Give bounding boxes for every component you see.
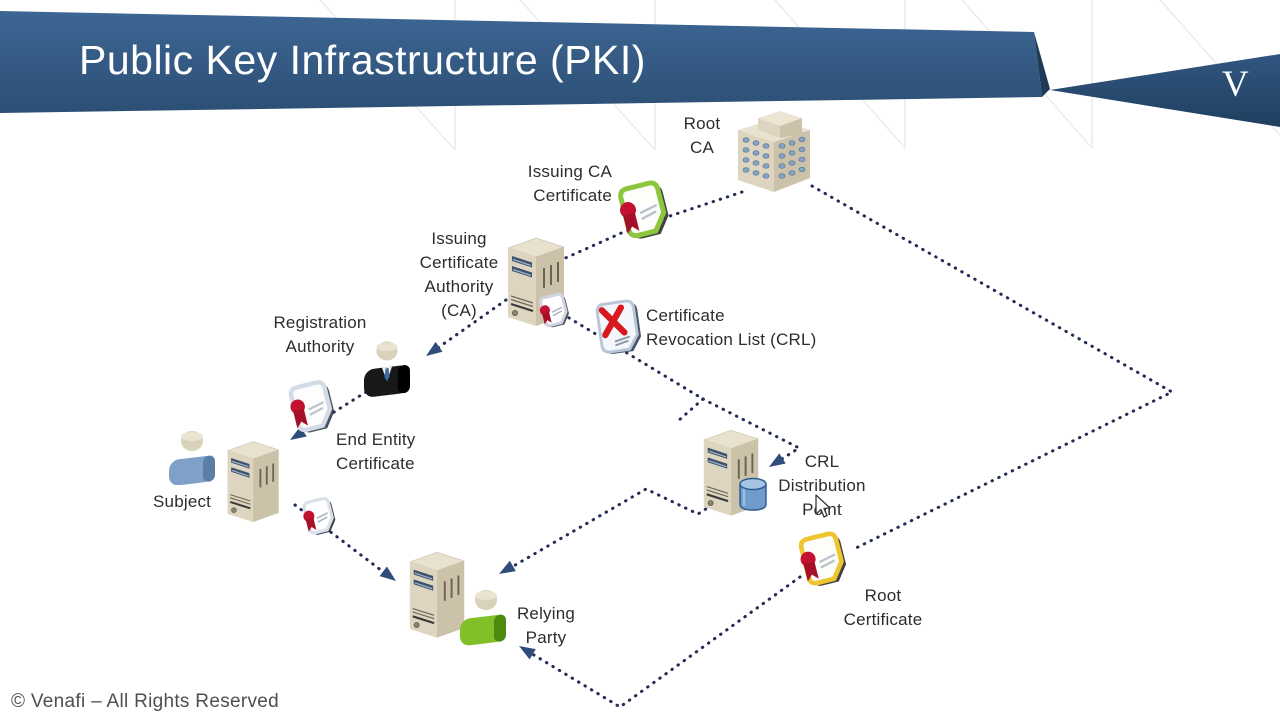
- label-issuing-ca-line4: (CA): [441, 301, 477, 321]
- banner-shape: [0, 11, 1042, 113]
- banner-fold: [1034, 32, 1050, 97]
- end-entity-certificate-icon: [288, 380, 335, 433]
- label-crl-distribution-point-line2: Distribution: [778, 476, 866, 496]
- mouse-cursor-icon: [815, 494, 831, 518]
- label-crl-distribution-point-line1: CRL: [804, 452, 840, 471]
- label-crl: Certificate Revocation List (CRL): [646, 304, 846, 352]
- label-end-entity-cert-line2: Certificate: [336, 454, 415, 474]
- label-relying-party-line1: Relying: [516, 604, 576, 623]
- label-root-ca: Root CA: [662, 112, 742, 160]
- label-end-entity-cert: End Entity Certificate: [336, 428, 446, 476]
- label-root-ca-line2: CA: [689, 138, 715, 158]
- label-issuing-ca-line1: Issuing: [431, 229, 487, 248]
- label-root-certificate-line2: Certificate: [843, 610, 923, 630]
- label-registration-authority-line1: Registration: [273, 313, 367, 332]
- issuing-ca-certificate-icon: [618, 180, 669, 239]
- label-crl-line2: Revocation List (CRL): [646, 330, 817, 350]
- label-root-certificate: Root Certificate: [825, 584, 941, 632]
- issuing-ca-attached-certificate-icon: [539, 292, 569, 328]
- label-issuing-ca-cert-line2: Certificate: [533, 186, 612, 206]
- title-banner: [0, 0, 1280, 151]
- label-relying-party: Relying Party: [494, 602, 598, 650]
- label-relying-party-line2: Party: [525, 628, 567, 648]
- root-ca-building-icon: [738, 111, 810, 192]
- footer-copyright: © Venafi – All Rights Reserved: [11, 691, 280, 712]
- crl-distribution-database-icon: [739, 477, 767, 511]
- label-registration-authority-line2: Authority: [285, 337, 355, 357]
- label-subject-line1: Subject: [153, 492, 212, 511]
- label-crl-line1: Certificate: [646, 306, 725, 325]
- label-issuing-ca: Issuing Certificate Authority (CA): [403, 227, 515, 324]
- subject-person-icon: [169, 431, 215, 485]
- label-subject: Subject: [153, 490, 253, 514]
- label-registration-authority: Registration Authority: [258, 311, 382, 359]
- crl-document-icon: [595, 299, 642, 354]
- subject-certificate-icon: [302, 496, 336, 535]
- venafi-logo: V: [1222, 64, 1249, 105]
- label-issuing-ca-line2: Certificate: [419, 253, 499, 273]
- label-issuing-ca-cert-line1: Issuing CA: [527, 162, 612, 181]
- label-issuing-ca-line3: Authority: [424, 277, 494, 297]
- label-root-ca-line1: Root: [683, 114, 721, 133]
- page-title: Public Key Infrastructure (PKI): [79, 37, 646, 83]
- registration-authority-person-icon: [364, 341, 410, 397]
- label-issuing-ca-cert: Issuing CA Certificate: [500, 160, 612, 208]
- logo-wedge: [1050, 54, 1280, 127]
- label-end-entity-cert-line1: End Entity: [336, 430, 416, 449]
- root-certificate-icon: [798, 531, 847, 586]
- relying-party-person-icon: [460, 590, 506, 646]
- label-root-certificate-line1: Root: [864, 586, 902, 605]
